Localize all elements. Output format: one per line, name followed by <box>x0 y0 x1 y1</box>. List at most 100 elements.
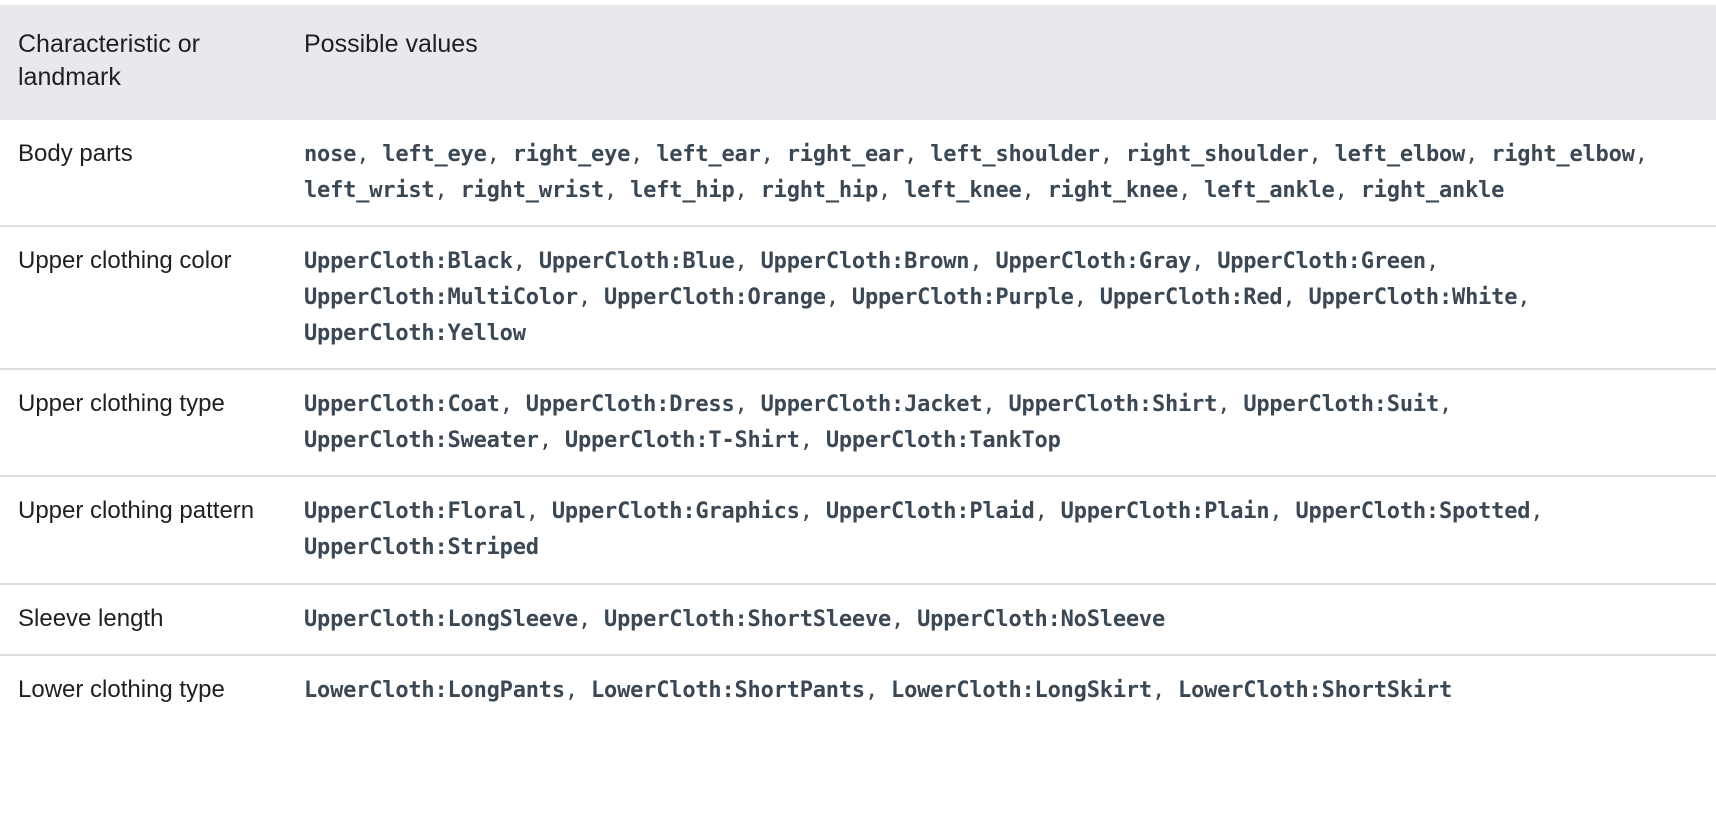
value-separator: , <box>1439 392 1453 418</box>
value-token: UpperCloth:Red <box>1099 284 1283 310</box>
value-token: UpperCloth:Striped <box>304 535 539 560</box>
value-token: right_shoulder <box>1125 142 1309 167</box>
value-separator: , <box>1517 284 1531 310</box>
row-label-upper-clothing-type: Upper clothing type <box>18 390 225 418</box>
value-separator: , <box>1465 142 1492 167</box>
value-separator: , <box>1151 678 1179 704</box>
table-row: Upper clothing type UpperCloth:Coat, Upp… <box>0 369 1716 477</box>
value-token: left_elbow <box>1334 142 1466 167</box>
value-separator: , <box>604 177 631 203</box>
value-separator: , <box>1334 177 1361 203</box>
value-token: UpperCloth:Graphics <box>551 499 800 525</box>
value-separator: , <box>512 249 539 275</box>
value-separator: , <box>878 177 905 203</box>
value-token: right_hip <box>760 177 879 203</box>
table-header-row: Characteristic or landmark Possible valu… <box>0 5 1716 120</box>
value-separator: , <box>760 142 787 167</box>
value-token: UpperCloth:Gray <box>995 249 1192 275</box>
value-separator: , <box>799 499 826 525</box>
value-token: right_eye <box>512 142 631 167</box>
value-token: UpperCloth:Coat <box>304 392 500 418</box>
value-token: right_ankle <box>1360 177 1505 203</box>
value-token: right_knee <box>1047 177 1179 203</box>
value-token: UpperCloth:Brown <box>760 249 970 275</box>
value-token: right_elbow <box>1491 142 1635 167</box>
value-separator: , <box>499 392 526 418</box>
value-token: UpperCloth:Plain <box>1060 499 1270 525</box>
table-header: Characteristic or landmark Possible valu… <box>0 5 1716 120</box>
value-separator: , <box>1178 177 1205 203</box>
value-token: LowerCloth:LongPants <box>304 678 565 704</box>
table-row: Upper clothing color UpperCloth:Black, U… <box>0 226 1716 370</box>
value-token: LowerCloth:ShortPants <box>591 678 865 704</box>
value-separator: , <box>564 678 591 704</box>
value-separator: , <box>734 392 761 418</box>
value-separator: , <box>904 142 931 167</box>
value-token: UpperCloth:Blue <box>538 249 735 275</box>
value-separator: , <box>1073 284 1100 310</box>
value-token: UpperCloth:Plaid <box>825 499 1035 525</box>
value-token: left_ear <box>656 142 761 167</box>
value-token: LowerCloth:LongSkirt <box>891 678 1152 704</box>
value-separator: , <box>356 142 383 167</box>
value-separator: , <box>982 392 1009 418</box>
table-row: Upper clothing pattern UpperCloth:Floral… <box>0 476 1716 584</box>
value-token: UpperCloth:Sweater <box>304 427 539 453</box>
value-token: UpperCloth:Black <box>304 249 513 275</box>
value-token: UpperCloth:White <box>1308 284 1518 310</box>
row-label-lower-clothing-type: Lower clothing type <box>18 676 225 704</box>
characteristics-table: Characteristic or landmark Possible valu… <box>0 5 1716 726</box>
value-token: left_eye <box>382 142 487 167</box>
value-token: UpperCloth:Shirt <box>1008 392 1218 418</box>
table-row: Sleeve length UpperCloth:LongSleeve, Upp… <box>0 583 1716 656</box>
value-token: UpperCloth:Jacket <box>760 392 983 418</box>
value-separator: , <box>1217 392 1244 418</box>
value-token: nose <box>304 142 357 167</box>
value-separator: , <box>969 249 996 275</box>
value-token: left_wrist <box>304 177 435 203</box>
value-token: UpperCloth:T-Shirt <box>564 427 800 453</box>
row-label-sleeve-length: Sleeve length <box>18 604 164 632</box>
value-token: UpperCloth:Orange <box>604 284 826 310</box>
value-token: left_hip <box>630 177 735 203</box>
value-token: right_ear <box>786 142 905 167</box>
value-token: UpperCloth:MultiColor <box>304 284 578 310</box>
table-row: Lower clothing type LowerCloth:LongPants… <box>0 655 1716 726</box>
row-values-upper-clothing-pattern: UpperCloth:Floral, UpperCloth:Graphics, … <box>290 476 1716 583</box>
row-values-upper-clothing-type: UpperCloth:Coat, UpperCloth:Dress, Upper… <box>290 369 1716 476</box>
top-spacer <box>0 0 1716 5</box>
value-token: UpperCloth:LongSleeve <box>304 606 578 632</box>
value-separator: , <box>538 427 565 453</box>
value-separator: , <box>434 177 461 203</box>
column-header-characteristic: Characteristic or landmark <box>18 30 200 91</box>
value-separator: , <box>1021 177 1048 203</box>
table-body: Body parts nose, left_eye, right_eye, le… <box>0 120 1716 726</box>
value-separator: , <box>891 606 918 632</box>
value-separator: , <box>577 606 605 632</box>
value-separator: , <box>525 499 552 525</box>
value-token: left_knee <box>904 177 1022 203</box>
value-separator: , <box>1634 142 1648 167</box>
value-token: UpperCloth:Green <box>1217 249 1426 275</box>
value-separator: , <box>799 427 826 453</box>
value-token: left_ankle <box>1204 177 1335 203</box>
value-separator: , <box>1530 499 1544 525</box>
row-values-sleeve-length: UpperCloth:LongSleeve, UpperCloth:ShortS… <box>290 584 1716 656</box>
value-token: right_wrist <box>460 177 605 203</box>
value-token: left_shoulder <box>930 142 1100 167</box>
value-token: UpperCloth:Yellow <box>304 320 526 346</box>
value-token: UpperCloth:TankTop <box>825 427 1061 453</box>
value-separator: , <box>1034 499 1061 525</box>
value-separator: , <box>734 177 761 203</box>
value-separator: , <box>1282 284 1309 310</box>
row-values-lower-clothing-type: LowerCloth:LongPants, LowerCloth:ShortPa… <box>290 655 1716 726</box>
table-row: Body parts nose, left_eye, right_eye, le… <box>0 120 1716 227</box>
value-token: UpperCloth:ShortSleeve <box>604 606 892 632</box>
value-separator: , <box>1308 142 1335 167</box>
value-separator: , <box>630 142 657 167</box>
value-separator: , <box>1269 499 1296 525</box>
value-separator: , <box>486 142 513 167</box>
value-separator: , <box>734 249 761 275</box>
row-label-body-parts: Body parts <box>18 140 133 167</box>
value-separator: , <box>1191 249 1218 275</box>
